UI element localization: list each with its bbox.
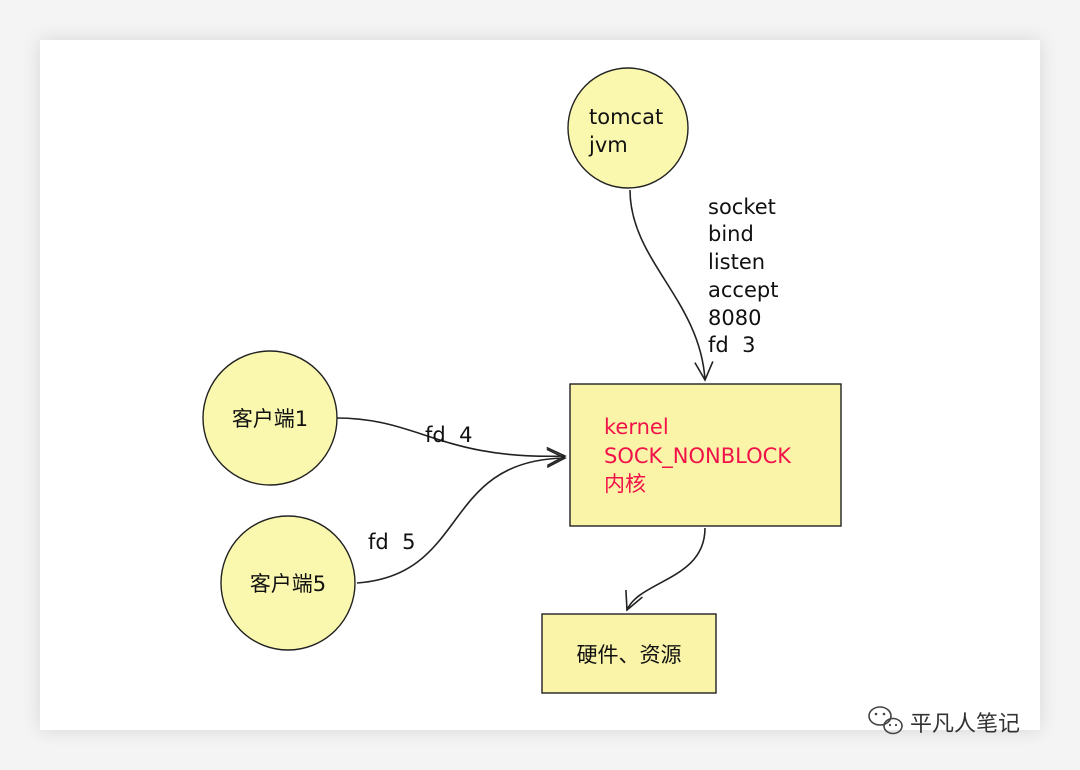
diagram-canvas [40, 40, 1040, 730]
edge-label-accept: accept [708, 278, 778, 302]
kernel-label-line3: 内核 [604, 472, 646, 496]
hardware-node: 硬件、资源 [541, 613, 717, 694]
kernel-label-line2: SOCK_NONBLOCK [604, 444, 792, 469]
kernel-node: kernel SOCK_NONBLOCK 内核 [569, 383, 842, 527]
edge-label-fd3: fd 3 [708, 333, 755, 357]
edge-label-port: 8080 [708, 306, 761, 330]
tomcat-node: tomcat jvm [567, 67, 689, 189]
client5-node: 客户端5 [220, 515, 356, 651]
edge-label-listen: listen [708, 250, 765, 274]
kernel-label-line1: kernel [604, 415, 669, 439]
edge-label-fd4: fd 4 [425, 423, 472, 447]
tomcat-label-line1: tomcat [589, 105, 663, 129]
client1-label: 客户端1 [232, 407, 308, 431]
tomcat-circle [567, 67, 689, 189]
wechat-icon [868, 706, 903, 735]
kernel-box [569, 383, 842, 527]
edge-label-socket: socket [708, 195, 776, 219]
watermark: 平凡人笔记 [868, 706, 1020, 737]
tomcat-edge-labels: socket bind listen accept 8080 fd 3 [708, 195, 778, 357]
edge-label-bind: bind [708, 222, 754, 246]
hardware-box [541, 613, 717, 694]
client1-circle [202, 350, 338, 486]
edge-kernel-to-hardware [625, 527, 706, 612]
client1-node: 客户端1 [202, 350, 338, 486]
client5-label: 客户端5 [250, 572, 326, 596]
tomcat-label-line2: jvm [588, 133, 628, 157]
watermark-text: 平凡人笔记 [910, 712, 1020, 737]
edge-client1-to-kernel [335, 417, 567, 467]
edge-client5-to-kernel [356, 448, 567, 584]
edge-tomcat-to-kernel [629, 189, 714, 382]
edge-label-fd5: fd 5 [368, 530, 415, 554]
client5-circle [220, 515, 356, 651]
hardware-label: 硬件、资源 [577, 643, 682, 667]
